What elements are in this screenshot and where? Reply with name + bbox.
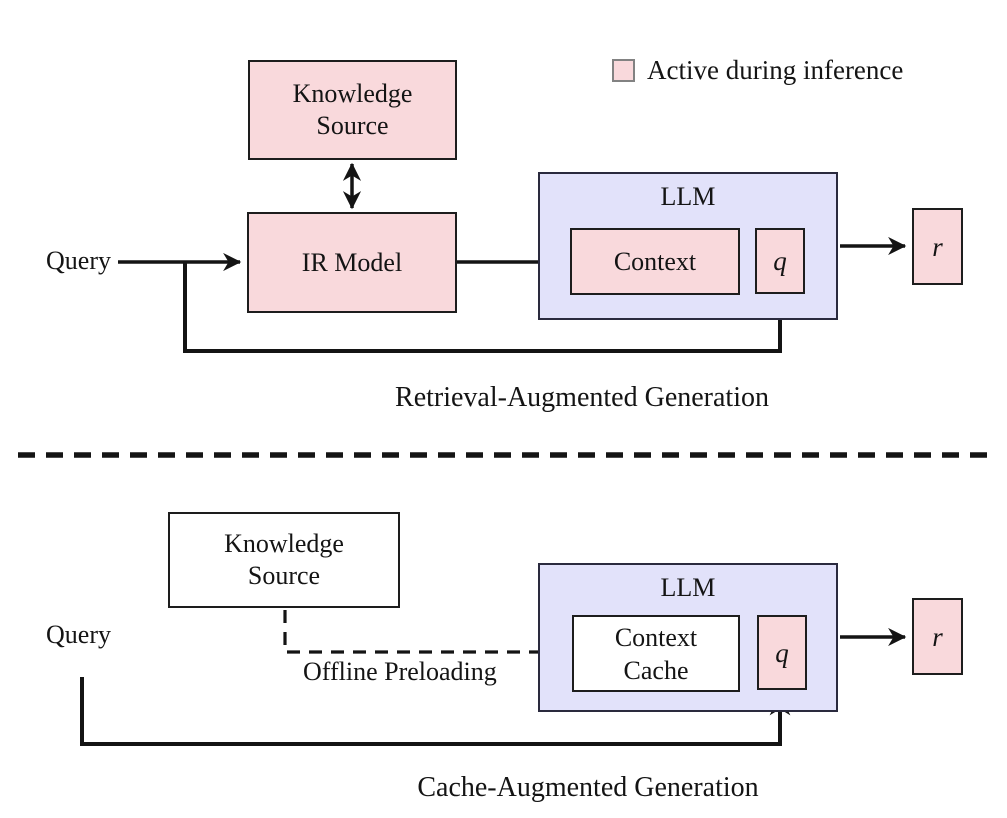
rag-query-label: Query: [46, 246, 111, 275]
legend: Active during inference: [612, 55, 903, 86]
rag-caption: Retrieval-Augmented Generation: [395, 382, 769, 413]
arrow-offline-preloading-dashed-icon: [283, 610, 548, 654]
cag-knowledge-source-box: Knowledge Source: [168, 512, 400, 608]
cag-query-label: Query: [46, 620, 111, 649]
legend-active-swatch-icon: [612, 59, 635, 82]
cag-llm-label: LLM: [660, 573, 716, 602]
rag-response-box: r: [912, 208, 963, 285]
cag-offline-preloading-label: Offline Preloading: [303, 657, 497, 686]
rag-ir-model-box: IR Model: [247, 212, 457, 313]
cag-query-token-box: q: [757, 615, 807, 690]
cag-caption: Cache-Augmented Generation: [417, 772, 759, 803]
arrow-query-bypass-to-q-bottom-icon: [80, 677, 791, 746]
cag-response-box: r: [912, 598, 963, 675]
rag-llm-label: LLM: [660, 182, 716, 211]
legend-label: Active during inference: [647, 55, 904, 85]
arrow-query-bypass-to-q-top-icon: [183, 262, 791, 353]
cag-context-cache-box: Context Cache: [572, 615, 740, 692]
rag-knowledge-source-box: Knowledge Source: [248, 60, 457, 160]
rag-context-box: Context: [570, 228, 740, 295]
rag-query-token-box: q: [755, 228, 805, 294]
